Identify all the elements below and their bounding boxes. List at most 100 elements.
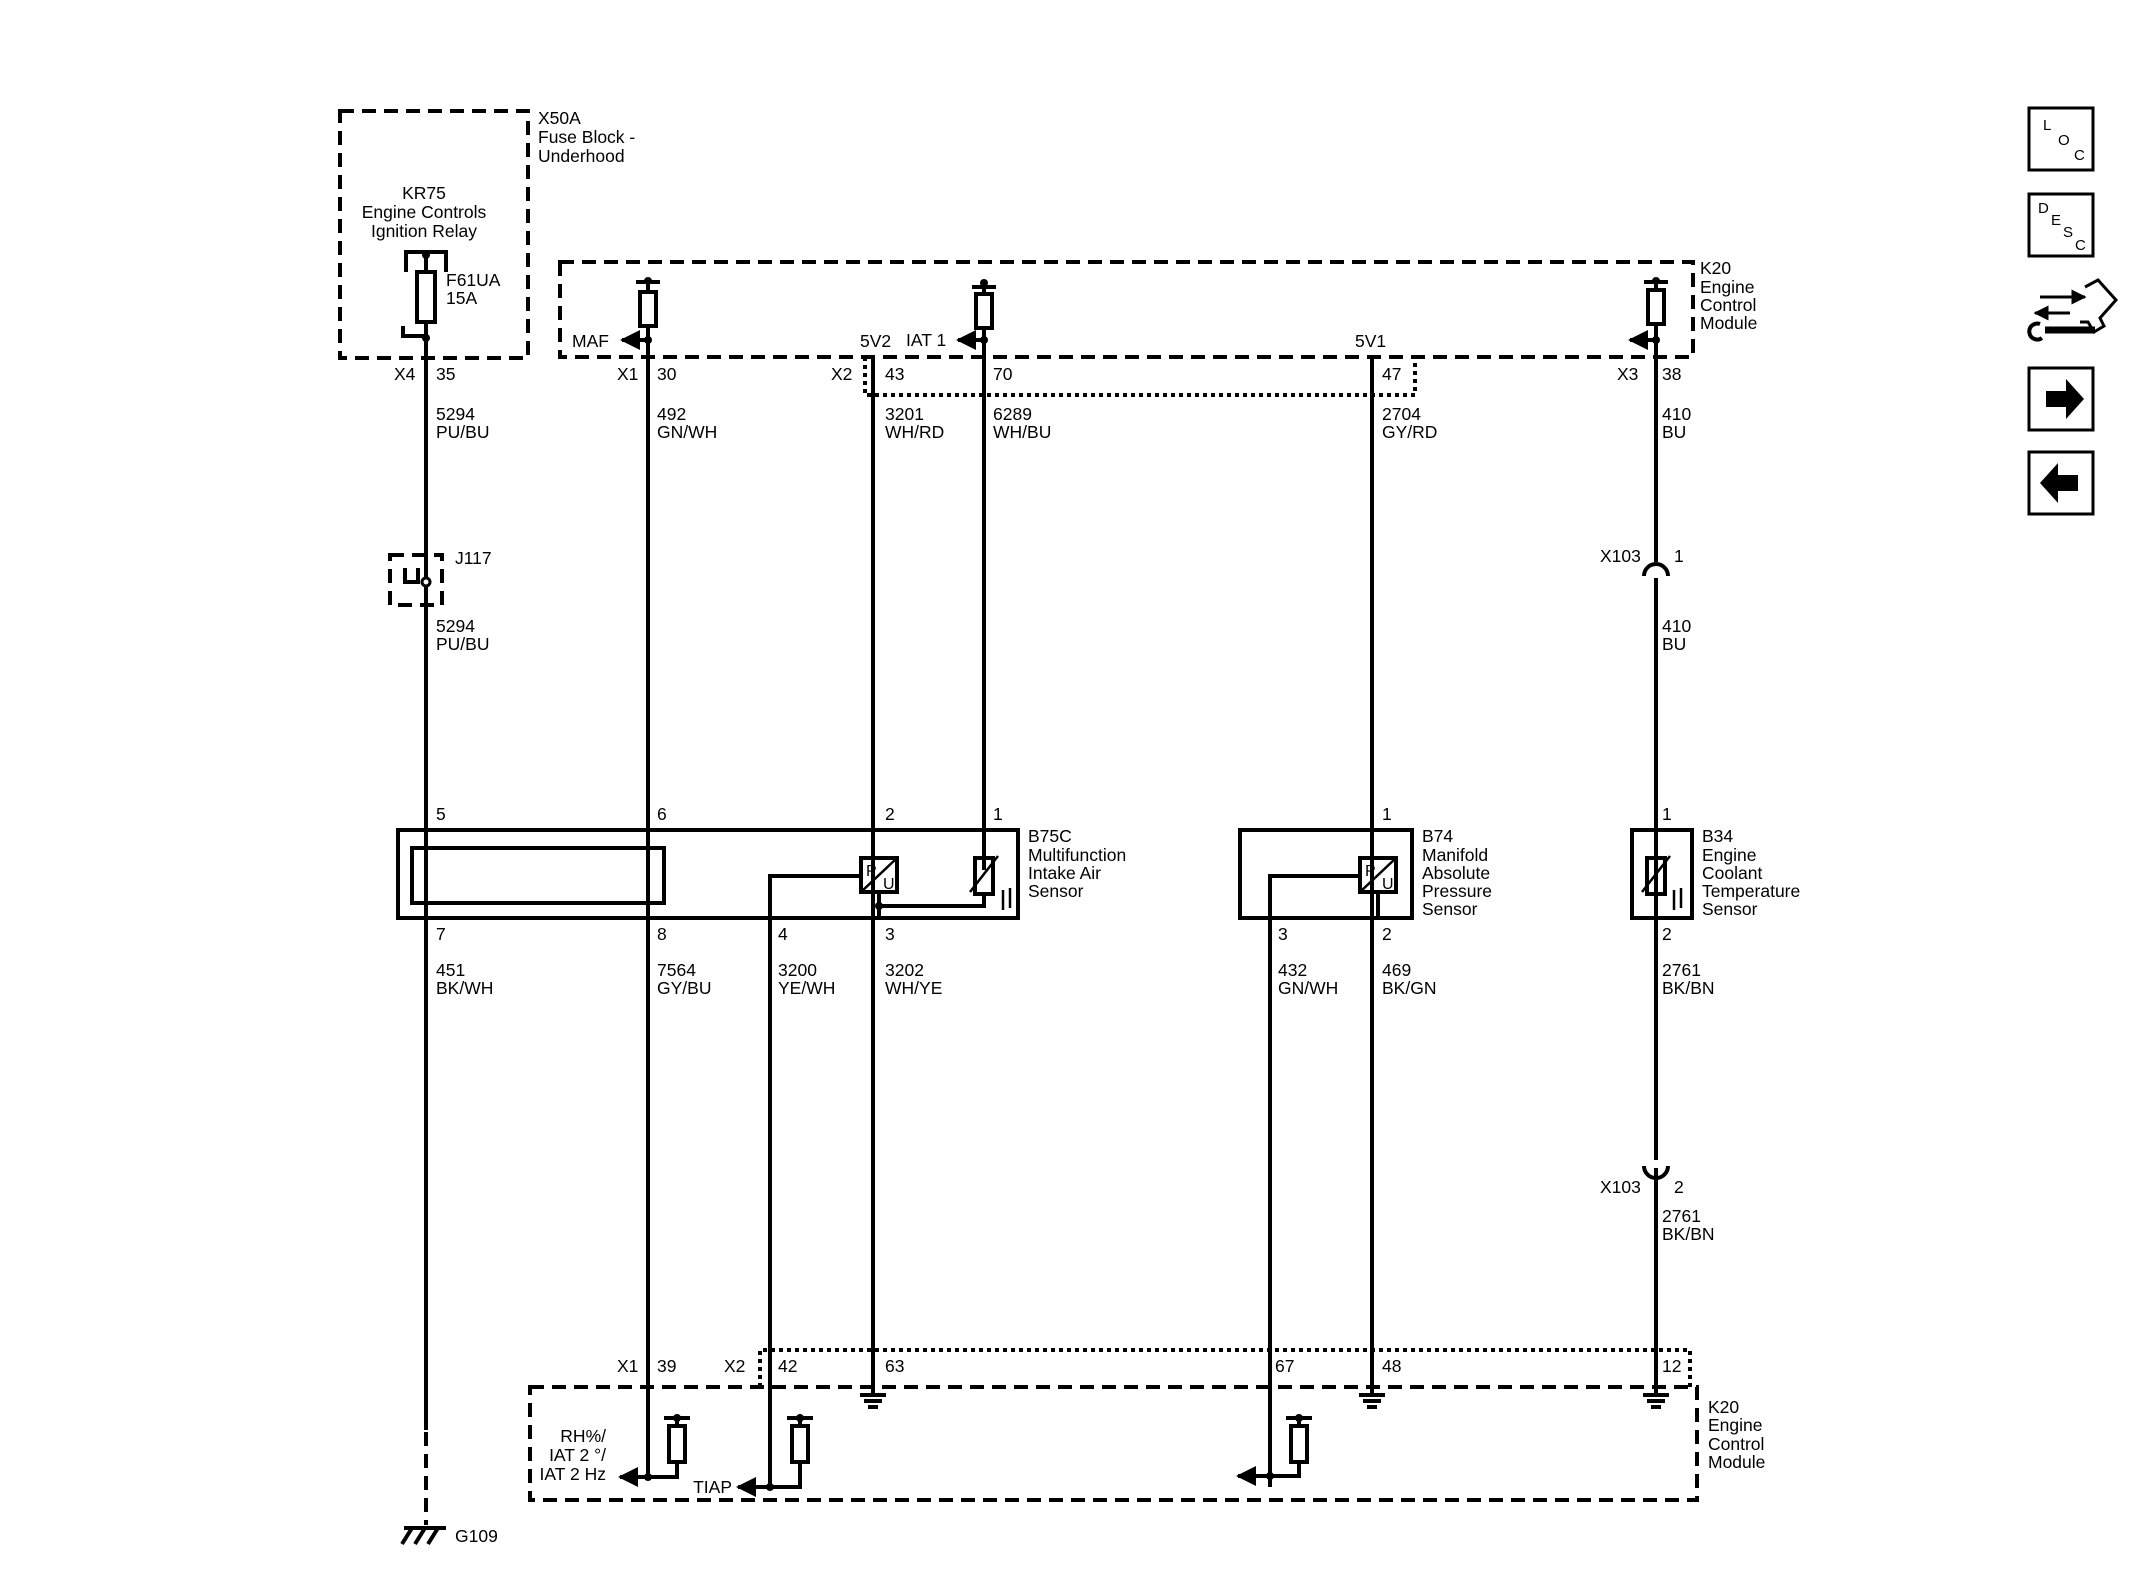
fuse-block-name-1: Fuse Block - xyxy=(538,127,635,147)
svg-text:469: 469 xyxy=(1382,960,1411,980)
svg-text:P: P xyxy=(866,863,877,880)
svg-text:YE/WH: YE/WH xyxy=(778,978,835,998)
svg-text:E: E xyxy=(2051,212,2061,229)
svg-text:12: 12 xyxy=(1662,1356,1681,1376)
previous-button[interactable] xyxy=(2027,450,2095,516)
svg-text:1: 1 xyxy=(1662,804,1672,824)
svg-text:63: 63 xyxy=(885,1356,904,1376)
fuse-rating: 15A xyxy=(446,288,477,308)
location-button[interactable]: L O C xyxy=(2027,106,2095,172)
svg-text:S: S xyxy=(2063,224,2073,241)
fuse-block-name-2: Underhood xyxy=(538,146,625,166)
svg-text:Sensor: Sensor xyxy=(1702,899,1758,919)
svg-text:GY/BU: GY/BU xyxy=(657,978,711,998)
svg-text:5294: 5294 xyxy=(436,404,475,424)
svg-text:X2: X2 xyxy=(831,364,852,384)
svg-text:2761: 2761 xyxy=(1662,1206,1701,1226)
svg-text:K20: K20 xyxy=(1708,1397,1739,1417)
svg-text:J117: J117 xyxy=(455,548,492,568)
wire-labels: 5294 PU/BU 492 GN/WH 3201 WH/RD 6289 WH/… xyxy=(436,404,1715,1244)
svg-text:2: 2 xyxy=(1674,1177,1684,1197)
splice-j117: J117 xyxy=(388,548,492,607)
svg-text:BK/BN: BK/BN xyxy=(1662,1224,1715,1244)
svg-text:X4: X4 xyxy=(394,364,416,384)
svg-text:P: P xyxy=(1365,863,1376,880)
connector-repair-button[interactable] xyxy=(2027,278,2119,342)
svg-text:2704: 2704 xyxy=(1382,404,1421,424)
svg-text:GN/WH: GN/WH xyxy=(1278,978,1338,998)
svg-text:WH/YE: WH/YE xyxy=(885,978,942,998)
svg-text:Intake Air: Intake Air xyxy=(1028,863,1101,883)
svg-text:432: 432 xyxy=(1278,960,1307,980)
svg-text:BK/GN: BK/GN xyxy=(1382,978,1436,998)
svg-text:3201: 3201 xyxy=(885,404,924,424)
arrow-right-icon xyxy=(2046,379,2084,419)
svg-text:TIAP: TIAP xyxy=(693,1477,732,1497)
svg-text:43: 43 xyxy=(885,364,904,384)
signal-iat1: IAT 1 xyxy=(906,330,946,350)
x103-connector-2: X103 2 xyxy=(1600,1150,1684,1197)
svg-text:BK/WH: BK/WH xyxy=(436,978,493,998)
svg-text:492: 492 xyxy=(657,404,686,424)
svg-text:451: 451 xyxy=(436,960,465,980)
next-button[interactable] xyxy=(2027,366,2095,432)
map-sensor-b74: P U B74 Manifold Absolute Pressure Senso… xyxy=(1238,804,1492,1487)
svg-text:X103: X103 xyxy=(1600,1177,1641,1197)
svg-text:Sensor: Sensor xyxy=(1028,881,1084,901)
ecm-top-name-2: Control xyxy=(1700,295,1756,315)
svg-text:2: 2 xyxy=(1382,924,1392,944)
svg-text:67: 67 xyxy=(1275,1356,1294,1376)
svg-text:1: 1 xyxy=(1382,804,1392,824)
thermistor-icon xyxy=(1641,855,1683,910)
top-connector-labels: X4 35 X1 30 X2 43 70 47 X3 38 xyxy=(394,364,1681,384)
ecm-top-resistors xyxy=(620,277,1668,350)
svg-text:42: 42 xyxy=(778,1356,797,1376)
fuse-block-id: X50A xyxy=(538,108,581,128)
fuse-id: F61UA xyxy=(446,270,501,290)
svg-text:X3: X3 xyxy=(1617,364,1638,384)
relay-name-1: Engine Controls xyxy=(362,202,487,222)
svg-text:RH%/: RH%/ xyxy=(560,1426,606,1446)
svg-text:BU: BU xyxy=(1662,634,1686,654)
svg-text:Pressure: Pressure xyxy=(1422,881,1492,901)
svg-text:2761: 2761 xyxy=(1662,960,1701,980)
ecm-top-block: K20 Engine Control Module xyxy=(558,258,1757,397)
svg-text:GY/RD: GY/RD xyxy=(1382,422,1437,442)
svg-text:Multifunction: Multifunction xyxy=(1028,845,1126,865)
arrow-left-icon xyxy=(2040,463,2078,503)
svg-text:C: C xyxy=(2074,147,2085,164)
svg-text:X2: X2 xyxy=(724,1356,745,1376)
svg-text:GN/WH: GN/WH xyxy=(657,422,717,442)
svg-text:5: 5 xyxy=(436,804,446,824)
svg-text:1: 1 xyxy=(1674,546,1684,566)
svg-text:G109: G109 xyxy=(455,1526,498,1546)
ground-icon-ecm xyxy=(860,1393,1669,1409)
ecm-bottom-block: K20 Engine Control Module X1 39 X2 42 63… xyxy=(528,1348,1765,1502)
relay-name-2: Ignition Relay xyxy=(371,221,477,241)
svg-text:Coolant: Coolant xyxy=(1702,863,1762,883)
svg-text:3200: 3200 xyxy=(778,960,817,980)
svg-text:Module: Module xyxy=(1708,1452,1765,1472)
svg-text:IAT 2 Hz: IAT 2 Hz xyxy=(540,1464,606,1484)
svg-text:X103: X103 xyxy=(1600,546,1641,566)
signal-5v1: 5V1 xyxy=(1355,331,1386,351)
svg-text:Control: Control xyxy=(1708,1434,1764,1454)
signal-5v2: 5V2 xyxy=(860,331,891,351)
svg-text:47: 47 xyxy=(1382,364,1401,384)
svg-text:D: D xyxy=(2038,200,2049,217)
svg-text:Absolute: Absolute xyxy=(1422,863,1490,883)
svg-text:39: 39 xyxy=(657,1356,676,1376)
svg-text:8: 8 xyxy=(657,924,667,944)
svg-text:X1: X1 xyxy=(617,364,638,384)
maf-sensor-b75c: P U B75C Multifunction Intake Air Sensor… xyxy=(396,804,1126,1487)
description-button[interactable]: D E S C xyxy=(2027,192,2095,258)
svg-text:C: C xyxy=(2075,237,2086,254)
svg-text:3: 3 xyxy=(885,924,895,944)
svg-text:2: 2 xyxy=(885,804,895,824)
svg-text:WH/BU: WH/BU xyxy=(993,422,1051,442)
svg-text:1: 1 xyxy=(993,804,1003,824)
ground-icon-g109: G109 xyxy=(400,1526,498,1546)
svg-text:X1: X1 xyxy=(617,1356,638,1376)
ecm-bottom-signal-labels: RH%/ IAT 2 °/ IAT 2 Hz TIAP xyxy=(540,1426,732,1497)
